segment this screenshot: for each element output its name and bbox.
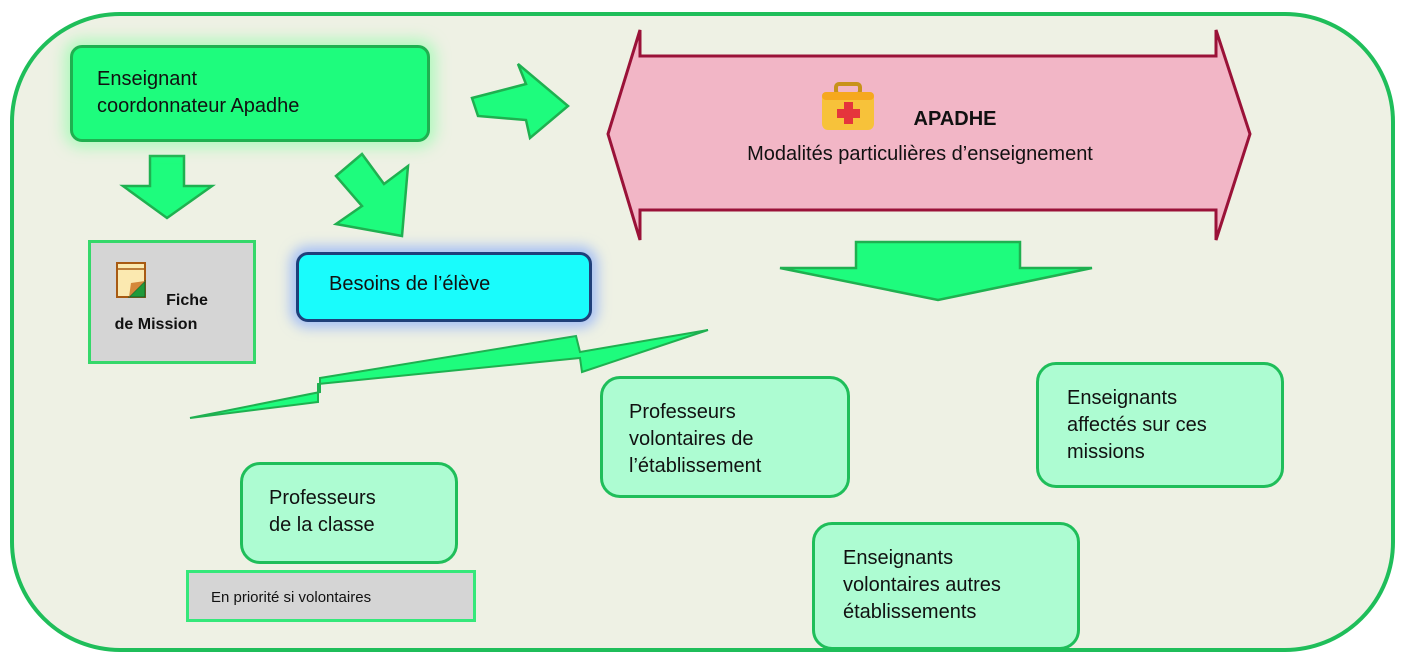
- first-aid-kit-icon: [822, 82, 874, 130]
- other-schools-line2: volontaires autres: [843, 574, 1001, 596]
- mission-sheet-line2: de Mission: [114, 316, 198, 333]
- school-volunteers-line1: Professeurs: [629, 401, 736, 423]
- assigned-teachers-line1: Enseignants: [1067, 387, 1178, 409]
- priority-note-label: En priorité si volontaires: [211, 589, 372, 606]
- arrow-down-fiche: [119, 154, 216, 220]
- student-needs-label: Besoins de l’élève: [329, 273, 491, 295]
- arrow-down-big: [779, 240, 1093, 302]
- priority-note: En priorité si volontaires: [186, 570, 476, 622]
- class-teachers-line2: de la classe: [269, 514, 375, 536]
- other-schools-line3: établissements: [843, 601, 977, 623]
- class-teachers-box: Professeurs de la classe: [240, 462, 458, 564]
- school-volunteers-line2: volontaires de: [629, 428, 754, 450]
- document-icon: [116, 262, 146, 298]
- coordinator-box: Enseignant coordonnateur Apadhe: [70, 45, 430, 142]
- school-volunteers-line3: l’établissement: [629, 455, 762, 477]
- coordinator-line2: coordonnateur Apadhe: [97, 95, 300, 117]
- school-volunteers-box: Professeurs volontaires de l’établisseme…: [600, 376, 850, 498]
- assigned-teachers-box: Enseignants affectés sur ces missions: [1036, 362, 1284, 488]
- class-teachers-line1: Professeurs: [269, 487, 376, 509]
- lightning-connector: [189, 329, 709, 419]
- student-needs-box: Besoins de l’élève: [296, 252, 592, 322]
- assigned-teachers-line3: missions: [1067, 441, 1145, 463]
- coordinator-line1: Enseignant: [97, 68, 198, 90]
- apadhe-title: APADHE: [913, 108, 997, 130]
- mission-sheet-line1: Fiche: [166, 292, 208, 309]
- other-schools-box: Enseignants volontaires autres établisse…: [812, 522, 1080, 650]
- apadhe-text: APADHE Modalités particulières d’enseign…: [640, 108, 1200, 166]
- other-schools-line1: Enseignants: [843, 547, 954, 569]
- arrow-right: [470, 63, 570, 141]
- apadhe-subtitle: Modalités particulières d’enseignement: [747, 143, 1093, 165]
- assigned-teachers-line2: affectés sur ces: [1067, 414, 1207, 436]
- arrow-down-right-needs: [332, 152, 410, 238]
- mission-sheet-box: Fiche de Mission: [88, 240, 256, 364]
- apadhe-banner: [606, 29, 1252, 241]
